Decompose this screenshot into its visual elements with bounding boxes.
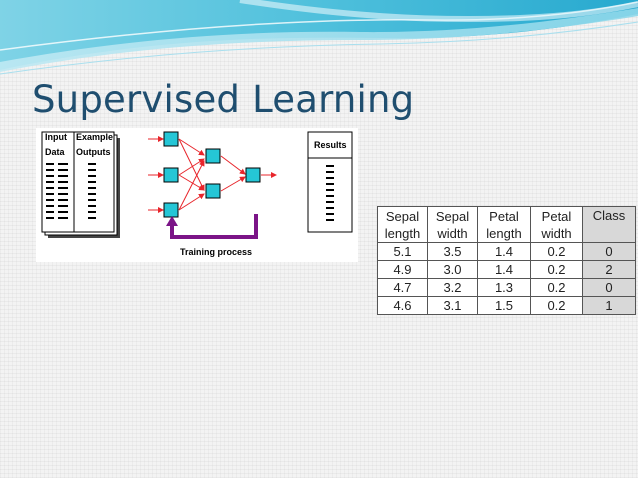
- supervised-learning-diagram: Input Data Example Outputs: [36, 128, 358, 262]
- training-data-stack: Input Data Example Outputs: [41, 131, 120, 238]
- training-feedback-arrow: [170, 214, 258, 239]
- example-outputs-header-line2: Outputs: [76, 147, 111, 157]
- table-cell-class: 2: [582, 260, 636, 279]
- input-data-header-line2: Data: [45, 147, 66, 157]
- column-header-class: Class: [582, 206, 636, 243]
- table-cell-class: 1: [582, 296, 636, 315]
- table-cell: 4.9: [377, 260, 428, 279]
- table-row: 4.7 3.2 1.3 0.2 0: [377, 278, 636, 297]
- training-process-label: Training process: [180, 247, 252, 257]
- table-row: 4.6 3.1 1.5 0.2 1: [377, 296, 636, 315]
- input-data-header-line1: Input: [45, 132, 67, 142]
- table-cell: 4.6: [377, 296, 428, 315]
- table-cell: 0.2: [530, 242, 583, 261]
- network-nodes: [163, 131, 261, 218]
- slide-title: Supervised Learning: [32, 78, 415, 121]
- table-row: 4.9 3.0 1.4 0.2 2: [377, 260, 636, 279]
- table-cell-class: 0: [582, 278, 636, 297]
- results-box: Results: [307, 131, 353, 233]
- table-cell-class: 0: [582, 242, 636, 261]
- table-cell: 3.5: [427, 242, 478, 261]
- table-cell: 1.3: [477, 278, 531, 297]
- table-cell: 3.0: [427, 260, 478, 279]
- results-bars: [326, 165, 334, 221]
- table-cell: 1.4: [477, 242, 531, 261]
- network-connections: [148, 136, 277, 213]
- table-cell: 4.7: [377, 278, 428, 297]
- neural-network: Training process: [148, 131, 277, 257]
- results-label: Results: [314, 140, 347, 150]
- table-cell: 0.2: [530, 278, 583, 297]
- input-data-bars: [46, 163, 68, 219]
- table-cell: 3.2: [427, 278, 478, 297]
- table-row: 5.1 3.5 1.4 0.2 0: [377, 242, 636, 261]
- header-wave-decoration: [0, 0, 638, 75]
- table-cell: 1.4: [477, 260, 531, 279]
- example-outputs-header-line1: Example: [76, 132, 113, 142]
- table-cell: 5.1: [377, 242, 428, 261]
- table-cell: 0.2: [530, 296, 583, 315]
- table-cell: 3.1: [427, 296, 478, 315]
- table-cell: 0.2: [530, 260, 583, 279]
- example-output-bars: [88, 163, 96, 219]
- table-cell: 1.5: [477, 296, 531, 315]
